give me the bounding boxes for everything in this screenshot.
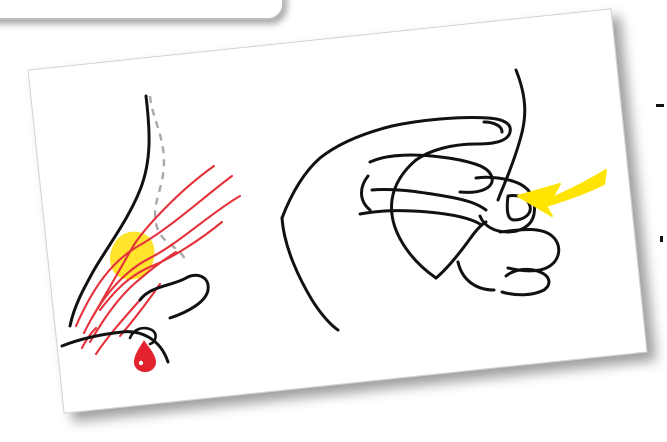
nose-blood-vessels-panel [62, 96, 240, 372]
nostril-opening [130, 328, 156, 344]
fingernail-top [484, 122, 502, 132]
hand-finger-middle [370, 155, 492, 192]
blood-drop-icon [134, 340, 156, 372]
right-edge-mark-bottom [660, 236, 663, 242]
chin-curve [458, 262, 494, 290]
hand-palm-curve [362, 176, 371, 210]
blood-drop-shine [139, 361, 143, 365]
forearm-outline [282, 218, 338, 330]
hand-finger-lower [360, 211, 480, 224]
pinch-nose-panel [282, 70, 559, 330]
pinched-nostril-opening [502, 269, 549, 294]
forearm-inner [392, 160, 436, 278]
pinched-nostril-outline [500, 230, 559, 271]
right-edge-mark-top [656, 104, 664, 107]
